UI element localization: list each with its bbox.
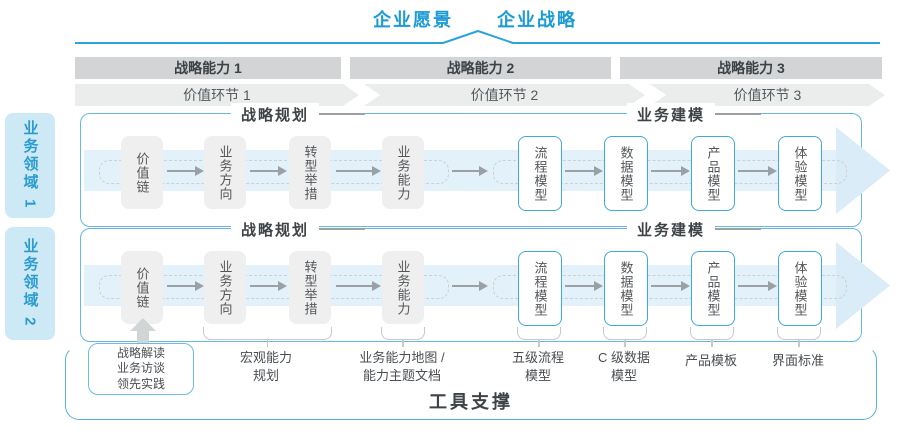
domain-tab-1-label: 业务领域 1 bbox=[21, 120, 39, 211]
brace-icon bbox=[690, 327, 734, 347]
section-title-planning-label: 战略规划 bbox=[241, 221, 310, 239]
box-label: 产品模型 bbox=[705, 260, 721, 317]
value-chain-segment-3: 价值环节 3 bbox=[650, 84, 885, 106]
strategy-peak-line bbox=[75, 30, 880, 44]
section-title-planning: 战略规划 bbox=[231, 218, 366, 240]
box-label: 流程模型 bbox=[532, 260, 548, 317]
brace-icon bbox=[203, 327, 332, 347]
section-title-planning-label: 战略规划 bbox=[241, 106, 310, 124]
dashed-lane-planning bbox=[99, 275, 449, 299]
annotation-capability-map: 业务能力地图 / 能力主题文档 bbox=[359, 350, 445, 383]
dashed-lane-modeling bbox=[493, 275, 847, 299]
arrow-right-icon bbox=[565, 166, 603, 176]
arrow-right-icon bbox=[651, 166, 690, 176]
box-transform-actions: 转型举措 bbox=[289, 136, 331, 209]
arrow-right-icon bbox=[250, 166, 287, 176]
arrow-right-icon bbox=[167, 166, 204, 176]
dashed-lane-planning bbox=[99, 160, 449, 184]
capability-segment-1: 战略能力 1 bbox=[75, 57, 341, 79]
domain-tab-1: 业务领域 1 bbox=[5, 113, 55, 218]
section-title-planning: 战略规划 bbox=[231, 103, 366, 125]
brace-icon bbox=[777, 327, 821, 347]
arrow-right-icon bbox=[738, 166, 777, 176]
box-business-direction: 业务方向 bbox=[204, 251, 246, 324]
brace-icon bbox=[603, 327, 647, 347]
box-label: 体验模型 bbox=[792, 145, 808, 202]
annotation-data-model: C 级数据 模型 bbox=[597, 350, 650, 383]
arrow-right-icon bbox=[651, 281, 690, 291]
header: 企业愿景 企业战略 bbox=[20, 6, 910, 32]
strategy-title: 企业战略 bbox=[497, 10, 577, 30]
domain-row-1: 战略规划 业务建模 价值链 业务方向 转型举措 业务能力 流程模型 数据模型 产… bbox=[80, 103, 890, 227]
box-business-direction: 业务方向 bbox=[204, 136, 246, 209]
section-title-modeling-label: 业务建模 bbox=[637, 221, 706, 239]
box-label: 业务能力 bbox=[395, 259, 411, 316]
box-label: 产品模型 bbox=[705, 145, 721, 202]
arrow-right-icon bbox=[565, 281, 603, 291]
box-label: 转型举措 bbox=[302, 259, 318, 316]
tool-support-label: 工具支撑 bbox=[429, 392, 513, 412]
box-label: 数据模型 bbox=[618, 145, 634, 202]
annotation-product-template: 产品模板 bbox=[684, 353, 737, 368]
box-product-model: 产品模型 bbox=[691, 136, 735, 211]
value-chain-segment-1: 价值环节 1 bbox=[75, 84, 359, 106]
box-label: 业务能力 bbox=[395, 144, 411, 201]
box-transform-actions: 转型举措 bbox=[289, 251, 331, 324]
annotation-process-model: 五级流程 模型 bbox=[511, 350, 564, 383]
box-process-model: 流程模型 bbox=[518, 136, 562, 211]
arrow-right-icon bbox=[452, 281, 488, 291]
brace-icon bbox=[381, 327, 425, 347]
section-title-modeling-label: 业务建模 bbox=[637, 106, 706, 124]
tool-support-container: 工具支撑 bbox=[65, 346, 877, 420]
practice-annotation-box: 战略解读 业务访谈 领先实践 bbox=[88, 343, 194, 395]
vision-title: 企业愿景 bbox=[373, 10, 453, 30]
brace-icon bbox=[517, 327, 561, 347]
box-label: 业务方向 bbox=[217, 144, 233, 201]
annotation-macro-capability: 宏观能力 规划 bbox=[239, 350, 292, 383]
section-title-modeling: 业务建模 bbox=[627, 218, 762, 240]
capability-segment-3: 战略能力 3 bbox=[620, 57, 882, 79]
box-process-model: 流程模型 bbox=[518, 251, 562, 326]
box-value-chain: 价值链 bbox=[121, 136, 163, 209]
arrow-right-icon bbox=[167, 281, 204, 291]
box-label: 价值链 bbox=[134, 151, 150, 194]
arrow-right-icon bbox=[336, 281, 381, 291]
section-title-modeling: 业务建模 bbox=[627, 103, 762, 125]
dashed-lane-modeling bbox=[493, 160, 847, 184]
value-chain-segment-2: 价值环节 2 bbox=[364, 84, 645, 106]
box-value-chain: 价值链 bbox=[121, 251, 163, 324]
box-experience-model: 体验模型 bbox=[778, 251, 822, 326]
box-label: 价值链 bbox=[134, 266, 150, 309]
box-product-model: 产品模型 bbox=[691, 251, 735, 326]
box-label: 体验模型 bbox=[792, 260, 808, 317]
domain-tab-2: 业务领域 2 bbox=[5, 227, 55, 340]
arrow-right-icon bbox=[738, 281, 777, 291]
arrow-right-icon bbox=[452, 166, 488, 176]
box-label: 转型举措 bbox=[302, 144, 318, 201]
capability-segment-2: 战略能力 2 bbox=[350, 57, 611, 79]
box-data-model: 数据模型 bbox=[604, 251, 648, 326]
box-label: 数据模型 bbox=[618, 260, 634, 317]
arrow-right-icon bbox=[250, 281, 287, 291]
box-business-capability: 业务能力 bbox=[382, 251, 424, 324]
annotation-ui-standard: 界面标准 bbox=[771, 353, 824, 368]
domain-tab-2-label: 业务领域 2 bbox=[21, 238, 39, 329]
box-business-capability: 业务能力 bbox=[382, 136, 424, 209]
domain-row-2: 战略规划 业务建模 价值链 业务方向 转型举措 业务能力 流程模型 数据模型 产… bbox=[80, 218, 890, 342]
box-label: 流程模型 bbox=[532, 145, 548, 202]
box-experience-model: 体验模型 bbox=[778, 136, 822, 211]
arrow-right-icon bbox=[336, 166, 381, 176]
box-label: 业务方向 bbox=[217, 259, 233, 316]
box-data-model: 数据模型 bbox=[604, 136, 648, 211]
